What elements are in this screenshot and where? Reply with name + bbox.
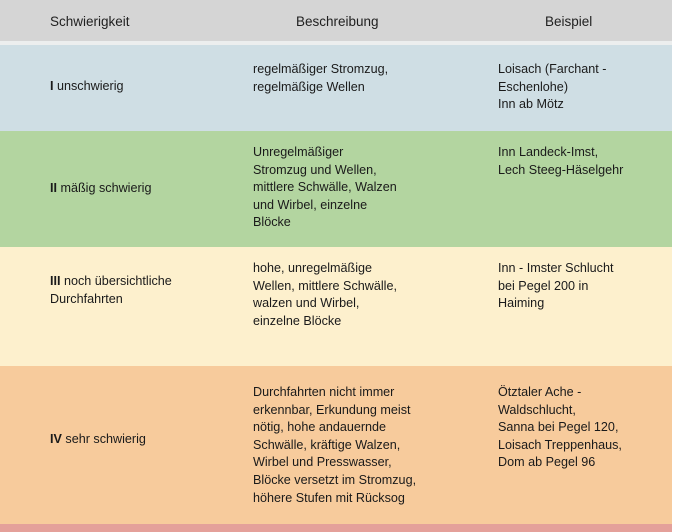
header-separator xyxy=(0,41,672,45)
level-roman-numeral: III xyxy=(50,274,61,288)
cell-description: regelmäßiger Stromzug, regelmäßige Welle… xyxy=(253,62,389,94)
cell-difficulty-level: IV sehr schwierig xyxy=(50,431,245,449)
table-row: II mäßig schwierig Unregelmäßiger Stromz… xyxy=(0,131,672,247)
cell-example: Inn Landeck-Imst, Lech Steeg-Häselgehr xyxy=(498,145,624,177)
level-roman-numeral: II xyxy=(50,181,57,195)
column-header-beschreibung: Beschreibung xyxy=(296,14,379,29)
cell-example: Ötztaler Ache - Waldschlucht, Sanna bei … xyxy=(498,385,622,470)
cell-description: Unregelmäßiger Stromzug und Wellen, mitt… xyxy=(253,145,397,230)
cell-description: Durchfahrten nicht immer erkennbar, Erku… xyxy=(253,385,417,505)
level-roman-numeral: IV xyxy=(50,432,62,446)
cell-difficulty-level: III noch übersichtliche Durchfahrten xyxy=(50,273,245,308)
cell-example: Inn - Imster Schlucht bei Pegel 200 in H… xyxy=(498,261,614,311)
table-row: III noch übersichtliche Durchfahrten hoh… xyxy=(0,247,672,366)
cell-example: Loisach (Farchant - Eschenlohe) Inn ab M… xyxy=(498,62,607,112)
level-label: mäßig schwierig xyxy=(57,181,152,195)
cell-difficulty-level: II mäßig schwierig xyxy=(50,180,245,198)
table-row: IV sehr schwierig Durchfahrten nicht imm… xyxy=(0,366,672,524)
level-label: noch übersichtliche Durchfahrten xyxy=(50,274,172,306)
level-label: sehr schwierig xyxy=(61,432,146,446)
cell-description: hohe, unregelmäßige Wellen, mittlere Sch… xyxy=(253,261,397,328)
next-row-partial xyxy=(0,524,672,532)
column-header-beispiel: Beispiel xyxy=(545,14,593,29)
column-header-schwierigkeit: Schwierigkeit xyxy=(50,14,130,29)
table-row: I unschwierig regelmäßiger Stromzug, reg… xyxy=(0,45,672,131)
level-roman-numeral: I xyxy=(50,79,54,93)
cell-difficulty-level: I unschwierig xyxy=(50,78,245,96)
level-label: unschwierig xyxy=(53,79,124,93)
table-header-row: Schwierigkeit Beschreibung Beispiel xyxy=(0,0,672,41)
